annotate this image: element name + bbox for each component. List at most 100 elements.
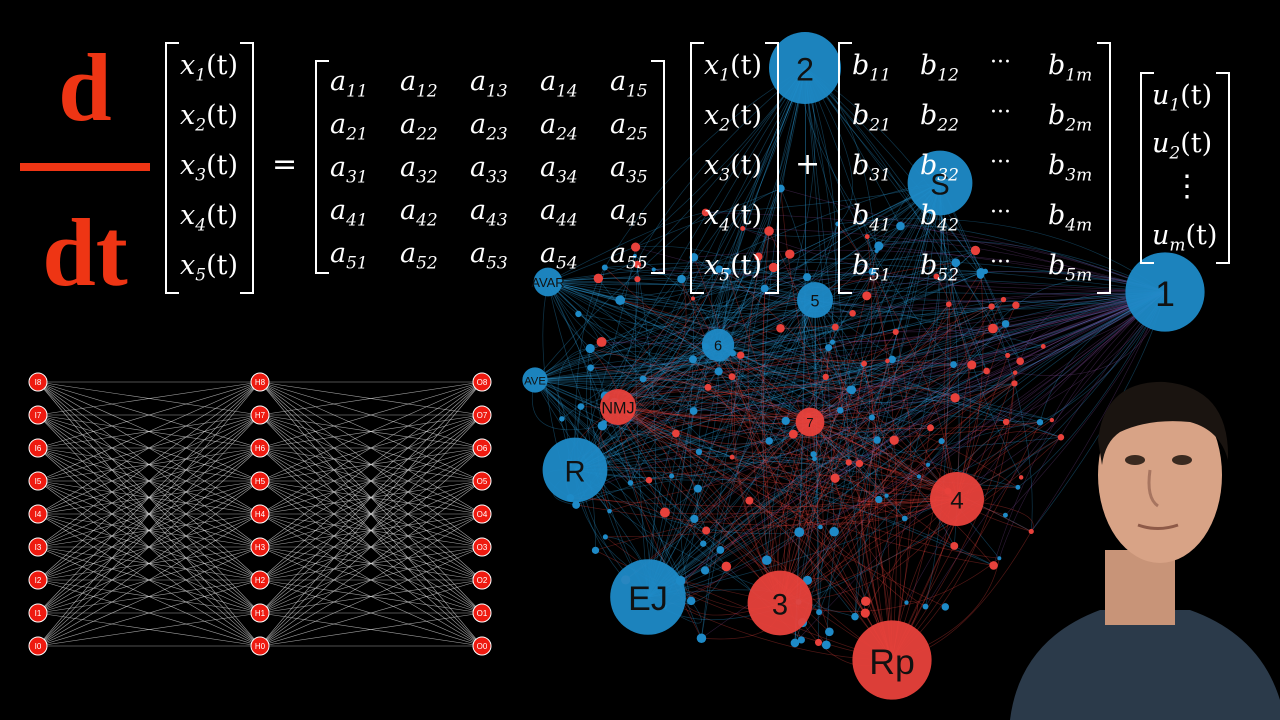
- graph-hub-node: [797, 282, 833, 318]
- graph-edge: [534, 379, 860, 465]
- b-matrix-entry: b51: [852, 250, 891, 286]
- graph-edge: [794, 182, 941, 644]
- b-matrix-ellipsis: ···: [990, 200, 1011, 225]
- graph-edge: [547, 281, 765, 289]
- b-matrix-ellipsis: ···: [990, 150, 1011, 175]
- graph-node: [677, 274, 686, 284]
- graph-node: [689, 355, 697, 364]
- graph-edge: [780, 188, 1166, 293]
- graph-edge: [866, 291, 1166, 303]
- nn-node: [28, 504, 48, 524]
- graph-hub-node: [533, 267, 563, 297]
- graph-node: [970, 245, 981, 256]
- graph-hub-node: [769, 32, 841, 104]
- graph-edge: [701, 67, 806, 639]
- graph-edge: [534, 250, 976, 381]
- u-vector-right-bracket: [1216, 72, 1230, 264]
- nn-node-label: I0: [35, 642, 42, 651]
- nn-node-label: O1: [477, 609, 488, 618]
- graph-edge: [547, 281, 841, 411]
- graph-edge: [814, 299, 1062, 438]
- graph-edge: [711, 188, 781, 346]
- nn-edge: [37, 546, 261, 647]
- graph-node: [916, 474, 922, 479]
- nn-node-label: H6: [255, 444, 266, 453]
- graph-edge: [547, 247, 637, 283]
- graph-edge: [936, 276, 971, 500]
- graph-edge: [574, 326, 836, 471]
- graph-node: [790, 638, 800, 648]
- graph-edge: [779, 299, 1004, 604]
- graph-edge: [664, 498, 958, 515]
- graph-node: [855, 459, 864, 468]
- graph-node: [1012, 370, 1018, 375]
- graph-edge: [574, 364, 972, 471]
- graph-edge: [693, 67, 806, 412]
- graph-hub-label: 5: [810, 292, 819, 310]
- graph-edge: [547, 281, 879, 500]
- graph-edge: [647, 370, 987, 598]
- graph-edge: [762, 67, 806, 561]
- graph-node: [951, 258, 961, 268]
- graph-hub-label: EJ: [628, 580, 668, 618]
- graph-node: [922, 603, 929, 610]
- nn-edge: [259, 381, 483, 515]
- graph-edge: [570, 291, 1166, 499]
- nn-node: [250, 636, 270, 656]
- graph-edge: [574, 268, 720, 471]
- graph-edge: [547, 281, 692, 602]
- graph-edge: [534, 271, 873, 381]
- graph-node: [696, 633, 707, 644]
- graph-edge: [927, 291, 1166, 465]
- graph-edge: [647, 383, 1015, 598]
- graph-edge: [574, 469, 994, 566]
- nn-node-label: O2: [477, 576, 488, 585]
- graph-edge: [717, 344, 1007, 423]
- graph-node: [976, 271, 985, 279]
- x-vector-rhs-entry: x1(t): [704, 50, 762, 86]
- graph-edge: [534, 357, 826, 381]
- graph-node: [714, 367, 723, 376]
- graph-edge: [602, 291, 1166, 427]
- graph-edge: [574, 364, 863, 471]
- graph-edge: [617, 406, 905, 519]
- graph-edge: [834, 291, 1166, 479]
- graph-node: [695, 448, 703, 456]
- graph-edge: [653, 258, 1166, 293]
- nn-node-label: H5: [255, 477, 266, 486]
- u-vector-left-bracket: [1140, 72, 1154, 264]
- a-matrix-entry: a54: [540, 238, 578, 274]
- graph-edge: [704, 421, 811, 571]
- a-matrix-entry: a15: [610, 66, 648, 102]
- graph-edge: [547, 281, 849, 463]
- graph-edge: [694, 299, 816, 520]
- graph-edge: [617, 406, 994, 566]
- nn-node-label: H1: [255, 609, 266, 618]
- graph-edge: [534, 379, 721, 551]
- graph-node: [945, 301, 952, 308]
- x-vector-entry: x1(t): [180, 50, 238, 86]
- nn-node-label: I5: [35, 477, 42, 486]
- a-matrix-entry: a13: [470, 66, 508, 102]
- graph-node: [740, 226, 746, 231]
- graph-edge: [617, 406, 946, 608]
- graph-edge: [534, 271, 981, 381]
- graph-node: [837, 407, 844, 414]
- graph-edge: [891, 304, 951, 661]
- graph-node: [851, 612, 859, 621]
- b-matrix-entry: b12: [920, 50, 959, 86]
- graph-edge: [604, 182, 941, 397]
- graph-edge: [747, 230, 781, 604]
- nn-node: [472, 636, 492, 656]
- graph-edge: [993, 291, 1166, 566]
- nn-edge: [259, 480, 483, 647]
- graph-edge: [834, 291, 1166, 479]
- x-vector-rhs-left-bracket: [690, 42, 704, 294]
- graph-edge: [871, 271, 898, 661]
- graph-node: [862, 291, 872, 301]
- graph-edge: [647, 323, 1006, 598]
- b-matrix-entry: b3m: [1048, 150, 1093, 186]
- b-matrix-entry: b32: [920, 150, 959, 186]
- b-matrix-entry: b5m: [1048, 250, 1093, 286]
